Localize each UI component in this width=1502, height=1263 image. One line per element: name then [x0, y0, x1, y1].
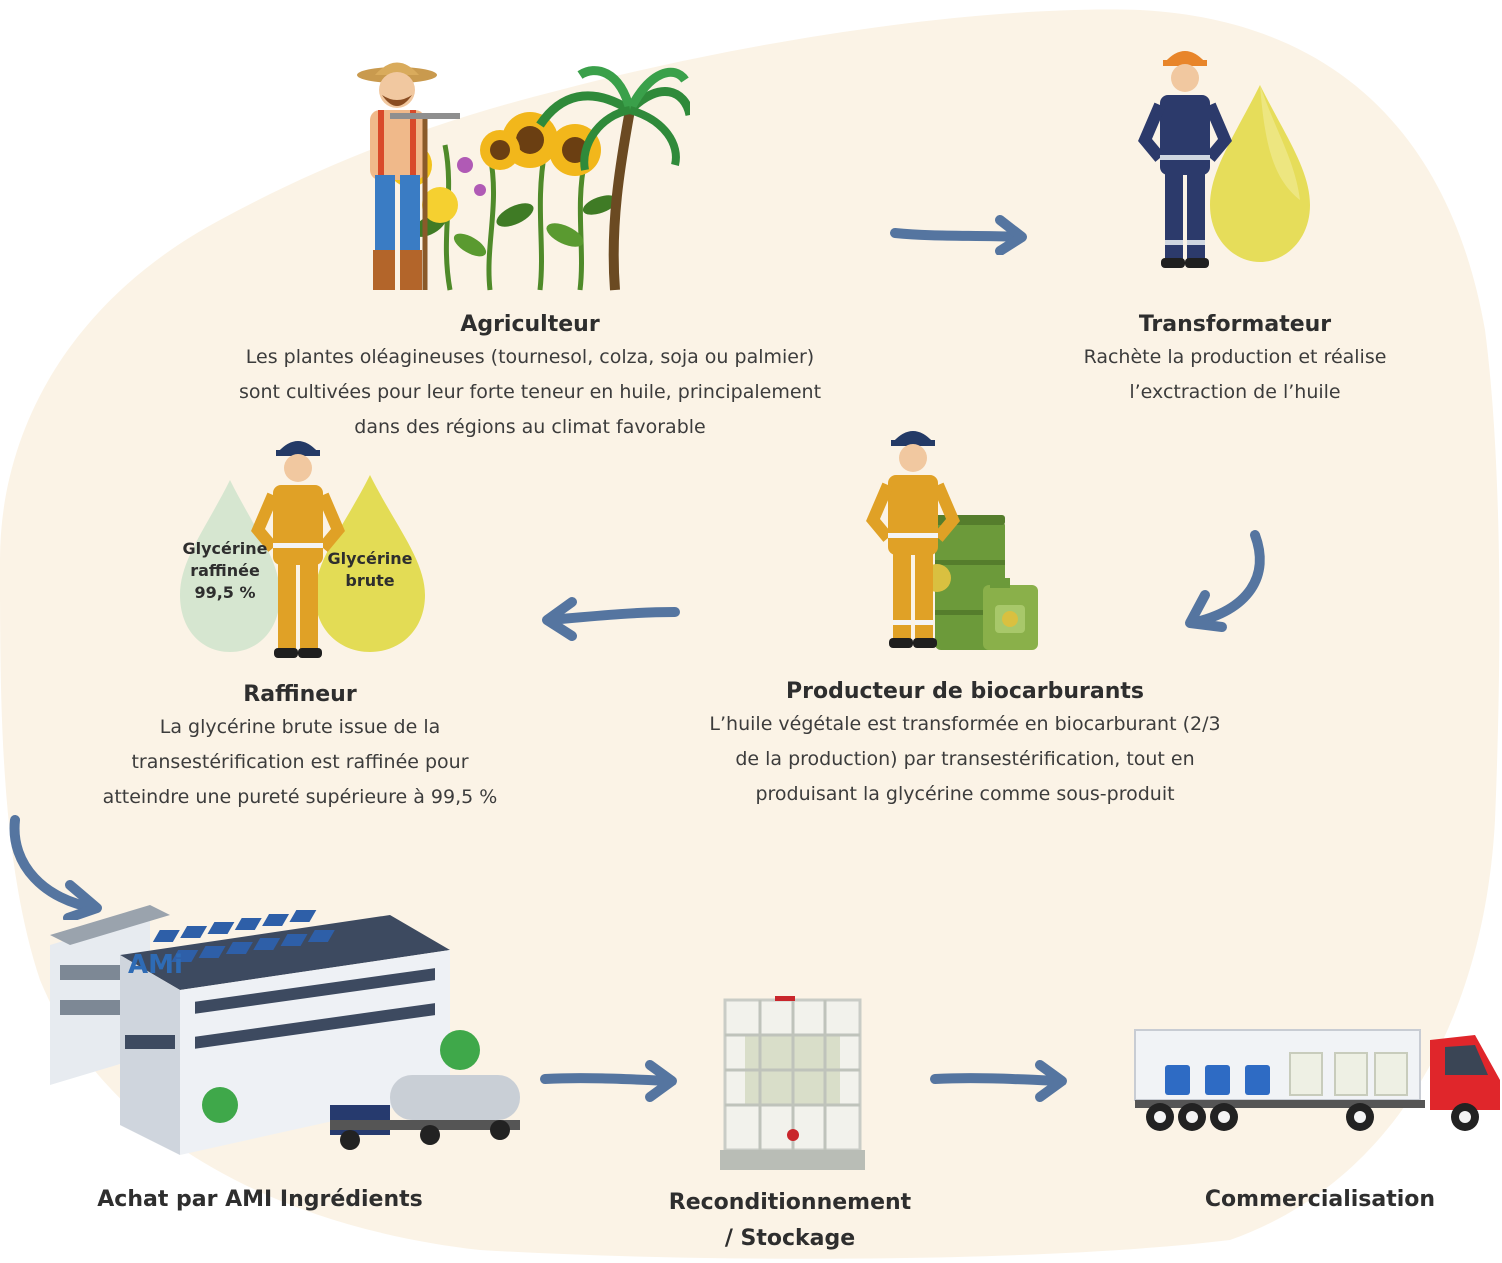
- arrow-stockage-commercialisation: [930, 1060, 1067, 1102]
- step-achat: Achat par AMI Ingrédients: [60, 1185, 460, 1215]
- producteur-desc-line1: L’huile végétale est transformée en bioc…: [709, 713, 1221, 735]
- drop-refined-line3: 99,5 %: [194, 583, 256, 602]
- arrow-raffineur-achat: [9, 815, 102, 920]
- factory-illustration: AMi: [50, 905, 520, 1155]
- raffineur-desc-line3: atteindre une pureté supérieure à 99,5 %: [102, 786, 498, 808]
- raffineur-desc-line2: transestérification est raffinée pour: [131, 751, 469, 773]
- raffineur-title: Raffineur: [243, 682, 357, 707]
- tanker-truck-icon: [330, 1075, 520, 1150]
- truck-illustration: [1134, 1029, 1500, 1131]
- oil-drop-icon: [1210, 85, 1310, 262]
- transformateur-desc-line1: Rachète la production et réalise: [1083, 346, 1387, 368]
- arrow-producteur-raffineur: [542, 597, 680, 641]
- arrow-icon: [890, 228, 1025, 242]
- drop-label-raw: Glycérine brute: [320, 548, 420, 592]
- jerrycan-icon: [983, 578, 1038, 650]
- step-producteur: Producteur de biocarburants L’huile végé…: [650, 677, 1280, 812]
- arrow-icon: [930, 1073, 1065, 1086]
- truck-icon: [1134, 1029, 1500, 1131]
- palm-tree-icon: [536, 66, 690, 291]
- transformateur-desc-line2: l’exctraction de l’huile: [1129, 381, 1341, 403]
- ibc-container-illustration: [720, 996, 865, 1170]
- drop-raw-line2: brute: [345, 571, 395, 590]
- farmer-icon: [357, 62, 460, 290]
- achat-title: Achat par AMI Ingrédients: [97, 1187, 423, 1212]
- step-stockage: Reconditionnement / Stockage: [620, 1185, 960, 1257]
- worker-icon: [1138, 51, 1232, 268]
- agriculteur-desc-line2: sont cultivées pour leur forte teneur en…: [238, 381, 822, 403]
- worker-icon: [251, 441, 345, 658]
- worker-icon: [866, 431, 960, 648]
- oil-drop-icon: [315, 475, 425, 652]
- arrow-agriculteur-transformateur: [890, 215, 1027, 255]
- step-commercialisation: Commercialisation: [1160, 1185, 1480, 1215]
- step-agriculteur: Agriculteur Les plantes oléagineuses (to…: [200, 310, 860, 445]
- step-transformateur: Transformateur Rachète la production et …: [1030, 310, 1440, 410]
- producteur-desc-line3: produisant la glycérine comme sous-produ…: [755, 783, 1175, 805]
- raffineur-illustration: [180, 441, 425, 658]
- producteur-desc-line2: de la production) par transestérificatio…: [735, 748, 1195, 770]
- transformateur-illustration: [1138, 51, 1310, 268]
- drop-raw-line1: Glycérine: [327, 549, 413, 568]
- factory-icon: [50, 905, 480, 1155]
- arrow-transformateur-producteur: [1185, 530, 1265, 632]
- producteur-title: Producteur de biocarburants: [786, 679, 1144, 704]
- raffineur-desc-line1: La glycérine brute issue de la: [159, 716, 441, 738]
- step-raffineur: Raffineur La glycérine brute issue de la…: [50, 680, 550, 815]
- farmer-illustration: [357, 62, 690, 291]
- agriculteur-title: Agriculteur: [460, 312, 600, 337]
- drop-refined-line2: raffinée: [190, 561, 260, 580]
- ami-logo: AMi: [128, 950, 183, 980]
- arrow-icon: [1187, 530, 1265, 628]
- arrow-icon: [545, 607, 680, 625]
- stockage-title-line1: Reconditionnement: [668, 1190, 912, 1215]
- arrow-icon: [9, 815, 100, 913]
- stockage-title-line2: / Stockage: [724, 1226, 856, 1251]
- arrow-achat-stockage: [540, 1060, 677, 1102]
- commercialisation-title: Commercialisation: [1204, 1187, 1436, 1212]
- ibc-container-icon: [720, 996, 865, 1170]
- oil-drop-icon: [180, 480, 280, 652]
- agriculteur-desc-line1: Les plantes oléagineuses (tournesol, col…: [245, 346, 815, 368]
- drop-label-refined: Glycérine raffinée 99,5 %: [175, 538, 275, 604]
- producteur-illustration: [866, 431, 1038, 650]
- drop-refined-line1: Glycérine: [182, 539, 268, 558]
- arrow-icon: [540, 1073, 675, 1086]
- transformateur-title: Transformateur: [1138, 312, 1332, 337]
- agriculteur-desc-line3: dans des régions au climat favorable: [354, 416, 706, 438]
